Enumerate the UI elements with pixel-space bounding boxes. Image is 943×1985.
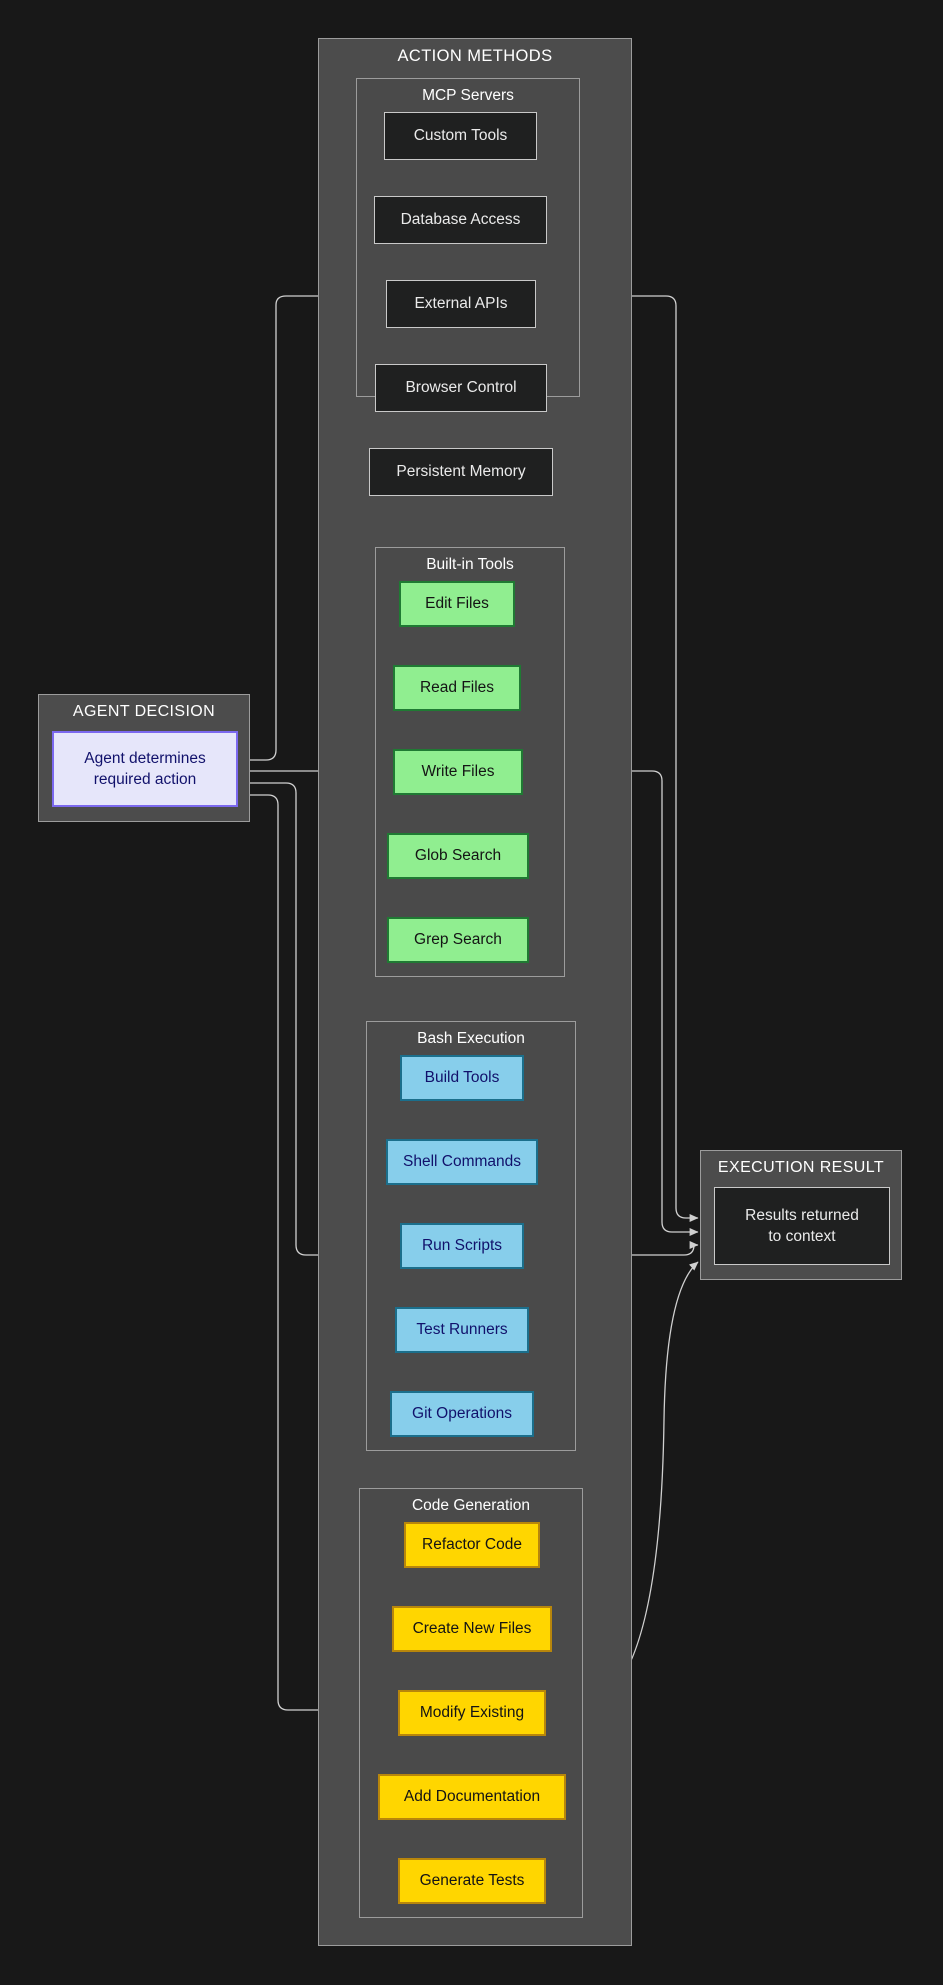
action-methods-group: ACTION METHODS MCP Servers Custom Tools …: [318, 38, 632, 1946]
agent-node-line-1: Agent determines: [84, 749, 206, 767]
section-mcp-servers: MCP Servers Custom Tools Database Access…: [356, 78, 580, 496]
agent-decision-title: AGENT DECISION: [72, 703, 216, 720]
node-custom-tools[interactable]: Custom Tools: [384, 112, 537, 160]
execution-result-group: EXECUTION RESULT Results returned to con…: [700, 1150, 902, 1280]
node-shell-commands[interactable]: Shell Commands: [386, 1139, 538, 1185]
node-results-returned-to-context[interactable]: Results returned to context: [714, 1187, 890, 1265]
node-edit-files[interactable]: Edit Files: [399, 581, 515, 627]
node-write-files[interactable]: Write Files: [393, 749, 523, 795]
node-persistent-memory[interactable]: Persistent Memory: [369, 448, 553, 496]
node-grep-search[interactable]: Grep Search: [387, 917, 529, 963]
node-add-documentation[interactable]: Add Documentation: [378, 1774, 566, 1820]
node-refactor-code[interactable]: Refactor Code: [404, 1522, 540, 1568]
execution-result-title: EXECUTION RESULT: [717, 1159, 885, 1176]
node-read-files[interactable]: Read Files: [393, 665, 521, 711]
action-methods-title: ACTION METHODS: [397, 47, 553, 65]
node-git-operations[interactable]: Git Operations: [390, 1391, 534, 1437]
section-code-generation: Code Generation Refactor Code Create New…: [359, 1488, 583, 1918]
node-test-runners[interactable]: Test Runners: [395, 1307, 529, 1353]
node-build-tools[interactable]: Build Tools: [400, 1055, 524, 1101]
result-node-line-1: Results returned: [745, 1206, 859, 1224]
section-code-generation-title: Code Generation: [411, 1497, 531, 1514]
agent-node-line-2: required action: [93, 771, 197, 788]
node-database-access[interactable]: Database Access: [374, 196, 547, 244]
node-browser-control[interactable]: Browser Control: [375, 364, 547, 412]
agent-decision-group: AGENT DECISION Agent determines required…: [38, 694, 250, 822]
node-glob-search[interactable]: Glob Search: [387, 833, 529, 879]
node-external-apis[interactable]: External APIs: [386, 280, 536, 328]
node-modify-existing[interactable]: Modify Existing: [398, 1690, 546, 1736]
node-create-new-files[interactable]: Create New Files: [392, 1606, 552, 1652]
section-mcp-servers-title: MCP Servers: [422, 87, 514, 104]
node-run-scripts[interactable]: Run Scripts: [400, 1223, 524, 1269]
node-generate-tests[interactable]: Generate Tests: [398, 1858, 546, 1904]
result-node-line-2: to context: [768, 1228, 836, 1245]
section-bash-execution: Bash Execution Build Tools Shell Command…: [366, 1021, 576, 1451]
section-built-in-tools-title: Built-in Tools: [426, 556, 514, 573]
section-bash-execution-title: Bash Execution: [417, 1030, 525, 1047]
node-agent-determines-required-action[interactable]: Agent determines required action: [52, 731, 238, 807]
section-built-in-tools: Built-in Tools Edit Files Read Files Wri…: [375, 547, 565, 977]
